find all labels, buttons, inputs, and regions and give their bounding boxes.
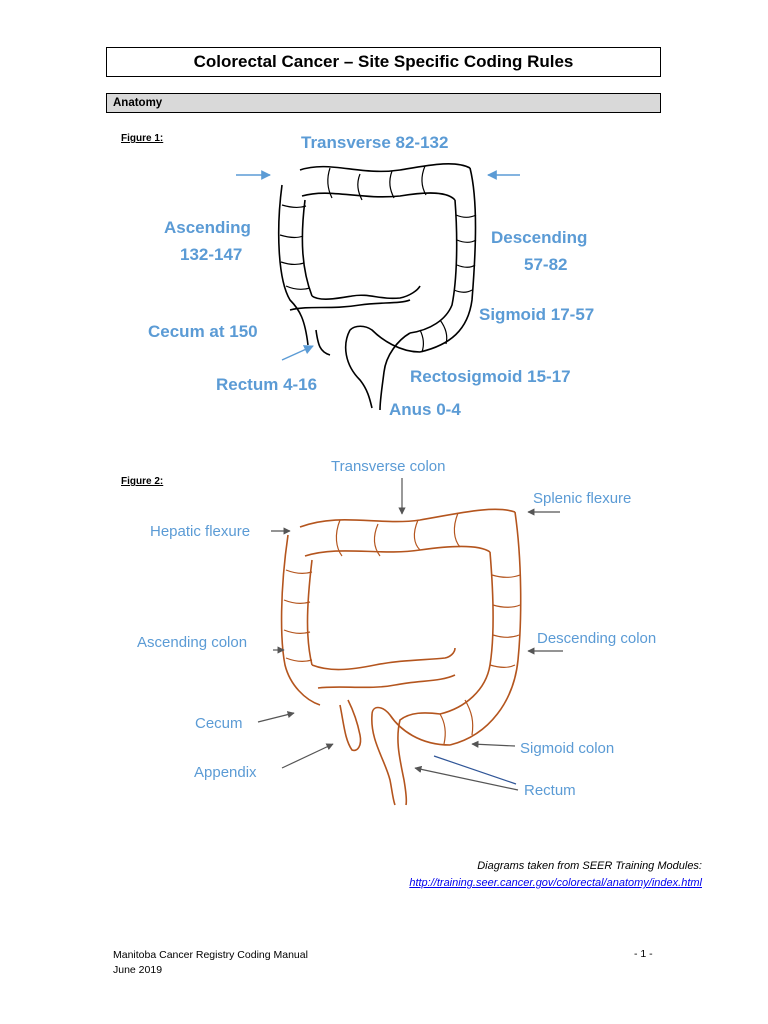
fig2-cecum-label: Cecum xyxy=(195,715,243,732)
page-number: - 1 - xyxy=(634,948,653,960)
fig1-cecum-label: Cecum at 150 xyxy=(148,322,258,341)
seer-source-link[interactable]: http://training.seer.cancer.gov/colorect… xyxy=(409,877,702,889)
fig1-sigmoid-label: Sigmoid 17-57 xyxy=(479,305,594,324)
fig2-hepatic-label: Hepatic flexure xyxy=(150,523,250,540)
fig1-rectosigmoid-label: Rectosigmoid 15-17 xyxy=(410,367,571,386)
fig2-splenic-label: Splenic flexure xyxy=(533,490,631,507)
fig2-ascending-label: Ascending colon xyxy=(137,634,247,651)
fig1-transverse-label: Transverse 82-132 xyxy=(301,133,448,152)
fig1-descending-range: 57-82 xyxy=(524,255,567,274)
fig1-ascending-range: 132-147 xyxy=(180,245,242,264)
fig1-ascending-label: Ascending xyxy=(164,218,251,237)
fig2-rectum-label: Rectum xyxy=(524,782,576,799)
figure-source-caption: Diagrams taken from SEER Training Module… xyxy=(409,858,702,892)
fig1-descending-label: Descending xyxy=(491,228,587,247)
page-footer: Manitoba Cancer Registry Coding Manual J… xyxy=(113,948,308,978)
fig1-rectum-label: Rectum 4-16 xyxy=(216,375,317,394)
fig2-sigmoid-label: Sigmoid colon xyxy=(520,740,614,757)
footer-manual-name: Manitoba Cancer Registry Coding Manual xyxy=(113,948,308,963)
fig2-descending-label: Descending colon xyxy=(537,630,656,647)
fig2-transverse-label: Transverse colon xyxy=(331,458,446,475)
footer-date: June 2019 xyxy=(113,963,308,978)
figure-2-colon-drawing xyxy=(282,509,521,805)
caption-text: Diagrams taken from SEER Training Module… xyxy=(409,858,702,875)
fig2-appendix-label: Appendix xyxy=(194,764,257,781)
fig1-anus-label: Anus 0-4 xyxy=(389,400,461,419)
